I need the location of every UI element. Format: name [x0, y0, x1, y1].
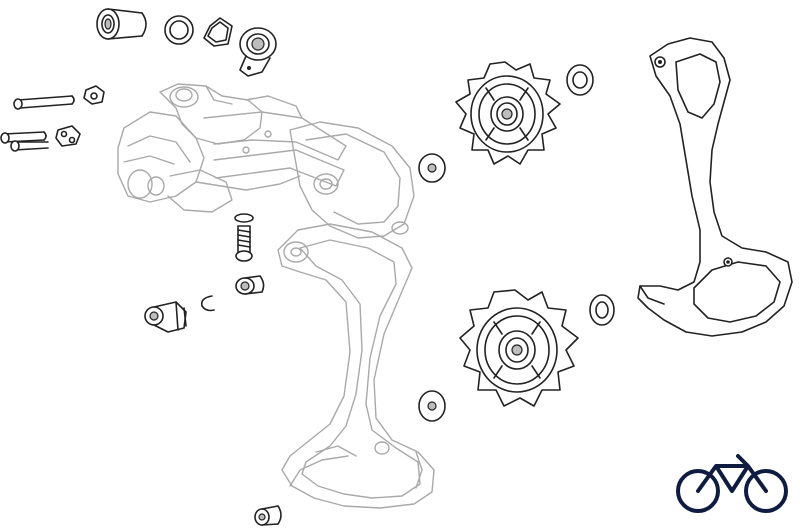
bicycle-icon — [676, 454, 788, 513]
lower-pulley-washer-right — [589, 294, 615, 326]
washer-screw — [234, 213, 254, 223]
lower-pulley-washer-left — [418, 390, 446, 422]
pin-long-bottom-1 — [0, 131, 47, 144]
upper-pulley-wheel — [455, 61, 561, 165]
washer-square — [203, 17, 233, 47]
b-knuckle-cap — [239, 27, 277, 77]
washer-ring-1 — [164, 15, 194, 45]
lower-pulley-wheel — [459, 289, 579, 407]
cable-bolt-bottom — [254, 505, 282, 526]
upper-pulley-washer-left — [418, 153, 446, 183]
limit-screw — [235, 225, 253, 262]
outer-cage-plate — [637, 37, 793, 337]
pin-long-top — [13, 95, 75, 110]
pin-long-bottom-2 — [10, 140, 49, 152]
clip-small-bottom — [55, 125, 81, 147]
c-clip — [200, 295, 215, 312]
barrel-adjuster — [144, 301, 187, 333]
bushing-small — [235, 275, 265, 295]
derailleur-body — [117, 83, 435, 509]
upper-pulley-washer-right — [566, 64, 594, 96]
bushing-sleeve — [96, 8, 147, 40]
clip-small-top — [83, 85, 105, 105]
